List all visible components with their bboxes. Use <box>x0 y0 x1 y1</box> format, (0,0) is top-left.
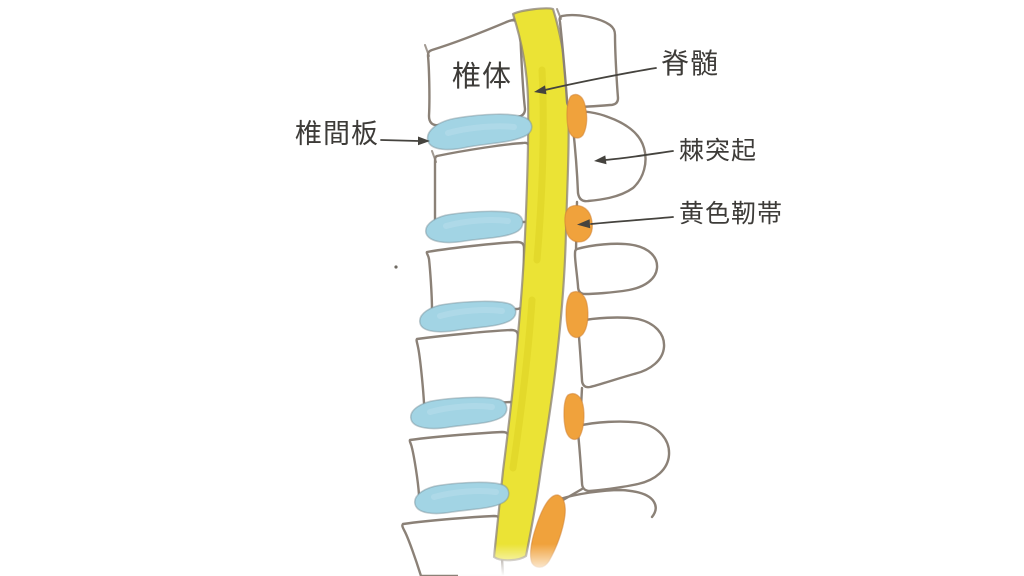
leader-spinal-cord <box>544 67 657 91</box>
ligament-blob <box>565 290 589 339</box>
label-intervertebral-disc: 椎間板 <box>295 119 379 149</box>
arrowhead-disc <box>418 136 430 146</box>
disc-shape <box>410 396 508 430</box>
spinous-process-shape <box>576 420 671 493</box>
leader-spinous-process <box>604 150 674 161</box>
ligament-blob <box>566 93 588 139</box>
arrowheads <box>418 85 607 229</box>
arch-top-block <box>558 13 620 109</box>
vertebral-body-shape <box>433 141 533 232</box>
pen-dot <box>394 265 398 269</box>
arrowhead-spinal-cord <box>534 85 547 95</box>
leader-ligamentum-flavum <box>590 216 674 225</box>
spinous-process-shape <box>573 242 659 296</box>
label-vertebral-body: 椎体 <box>452 61 513 93</box>
leader-lines <box>380 67 674 225</box>
label-ligamentum-flavum: 黄色靭帯 <box>679 200 784 228</box>
disc-highlight-strokes <box>427 123 517 500</box>
label-spinal-cord: 脊髄 <box>661 48 720 79</box>
spinous-process-shape-partial <box>558 488 657 519</box>
leader-disc <box>380 139 420 142</box>
disc-shape <box>414 481 510 515</box>
intervertebral-disc-shapes <box>410 113 533 515</box>
ligament-blob <box>564 204 593 243</box>
label-spinous-process: 棘突起 <box>679 137 758 165</box>
vertebral-arch-shapes <box>556 8 671 519</box>
bottom-fade <box>458 544 592 576</box>
vertebral-body-shape <box>425 240 526 319</box>
spinous-process-shape <box>576 316 666 389</box>
disc-shape <box>425 210 524 244</box>
arrowhead-spinous-process <box>594 155 607 165</box>
vertebral-body-shapes <box>401 17 533 576</box>
ligament-blob <box>563 392 585 441</box>
disc-shape <box>426 113 533 151</box>
sketch-tick-marks <box>556 8 562 20</box>
arrowhead-ligamentum-flavum <box>577 219 591 229</box>
disc-shape <box>419 300 517 333</box>
